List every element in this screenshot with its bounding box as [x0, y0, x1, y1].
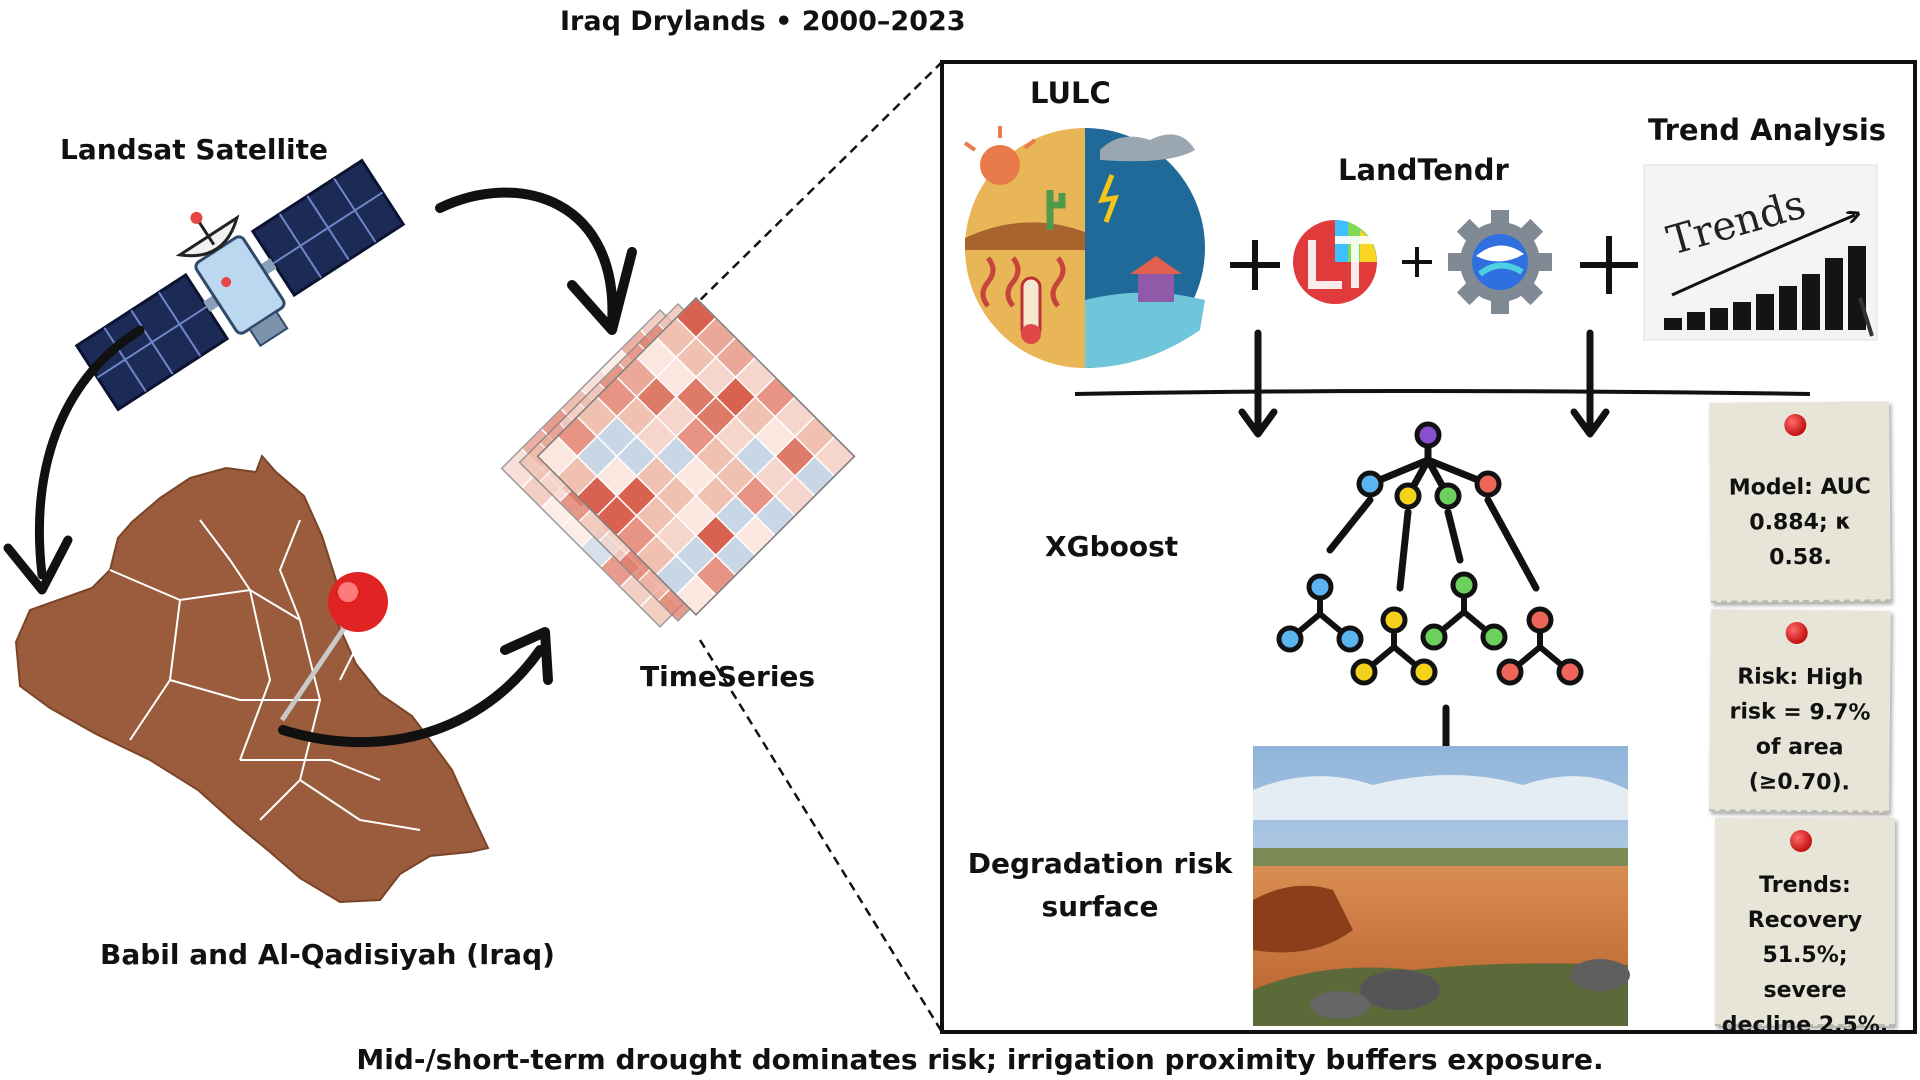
earth-engine-icon [1448, 210, 1552, 314]
trend-bar [1756, 294, 1774, 330]
raster-border [536, 296, 856, 616]
pushpin-icon [1790, 830, 1812, 852]
arrow-map-to-timeseries-head [500, 627, 553, 685]
note-model: Model: AUC 0.884; κ 0.58. [1709, 401, 1891, 603]
plus-sign-2 [1402, 247, 1432, 277]
plus-sign-3 [1580, 236, 1638, 294]
tree-node [1420, 623, 1448, 651]
arrow-satellite-to-map [35, 325, 145, 580]
location-pin-icon [279, 572, 388, 722]
arrow-satellite-to-timeseries [435, 187, 618, 330]
tree-node [1434, 482, 1462, 510]
tree-node [1356, 470, 1384, 498]
satellite-label: Landsat Satellite [60, 133, 329, 166]
trends-chart-icon: Trends [1643, 164, 1878, 341]
note-model-text: Model: AUC 0.884; κ 0.58. [1728, 474, 1871, 571]
xgboost-label: XGboost [1045, 530, 1179, 563]
tree-edge [1484, 496, 1540, 592]
timeseries-grid-icon [500, 296, 856, 628]
footer-caption: Mid-/short-term drought dominates risk; … [356, 1043, 1604, 1076]
tree-node [1276, 625, 1304, 653]
iraq-map-icon [14, 454, 490, 904]
tree-edge [1396, 508, 1412, 592]
zoom-line-bottom [698, 639, 944, 1033]
arrow-down-left [1238, 329, 1278, 438]
tree-node [1410, 658, 1438, 686]
lulc-label: LULC [1030, 76, 1111, 110]
tree-node [1474, 470, 1502, 498]
arrow-satellite-to-timeseries-head [567, 247, 637, 335]
page-title: Iraq Drylands • 2000–2023 [560, 6, 966, 37]
trend-bar [1825, 258, 1843, 330]
trend-bar [1802, 274, 1820, 330]
tree-node [1496, 658, 1524, 686]
trend-bar [1664, 318, 1682, 330]
trend-bar [1733, 302, 1751, 330]
note-trends-text: Trends: Recovery 51.5%; severe decline 2… [1721, 873, 1889, 1038]
timeseries-label: TimeSeries [640, 660, 816, 693]
tree-node [1336, 625, 1364, 653]
plus-sign-1 [1230, 240, 1280, 290]
tree-node [1306, 573, 1334, 601]
trend-bar [1710, 308, 1728, 330]
trend-analysis-label: Trend Analysis [1648, 113, 1887, 147]
arrow-satellite-to-map-head [3, 535, 73, 595]
arrow-map-to-timeseries [278, 645, 545, 748]
tree-icon [1276, 421, 1584, 686]
note-risk-text: Risk: High risk = 9.7% of area (≥0.70). [1729, 664, 1871, 796]
tree-node [1380, 606, 1408, 634]
pushpin-icon [1785, 621, 1808, 645]
tree-node [1394, 482, 1422, 510]
tree-edge [1444, 508, 1464, 564]
note-trends: Trends: Recovery 51.5%; severe decline 2… [1715, 818, 1895, 1038]
pushpin-icon [1784, 413, 1807, 437]
tree-node [1350, 658, 1378, 686]
tree-node [1556, 658, 1584, 686]
landtrendr-logo-icon [1293, 220, 1377, 304]
trend-bar [1687, 312, 1705, 330]
tree-node [1414, 421, 1442, 449]
raster-layer [536, 296, 856, 616]
degradation-risk-label: Degradation risk surface [967, 847, 1233, 923]
arrow-down-right [1570, 329, 1610, 438]
merge-line [1074, 389, 1811, 396]
landscape-photo-icon [1253, 746, 1630, 1026]
trend-bar [1848, 246, 1866, 330]
trend-bar [1779, 286, 1797, 330]
tree-edge [1326, 496, 1374, 554]
climate-icon [963, 126, 1205, 368]
tree-node [1480, 623, 1508, 651]
tree-node [1526, 606, 1554, 634]
satellite-icon [74, 158, 406, 412]
landtendr-label: LandTendr [1338, 153, 1509, 187]
zoom-line-top [689, 61, 943, 311]
note-risk: Risk: High risk = 9.7% of area (≥0.70). [1709, 609, 1891, 813]
tree-node [1450, 571, 1478, 599]
workflow-frame [940, 60, 1917, 1034]
region-label: Babil and Al-Qadisiyah (Iraq) [100, 938, 555, 971]
